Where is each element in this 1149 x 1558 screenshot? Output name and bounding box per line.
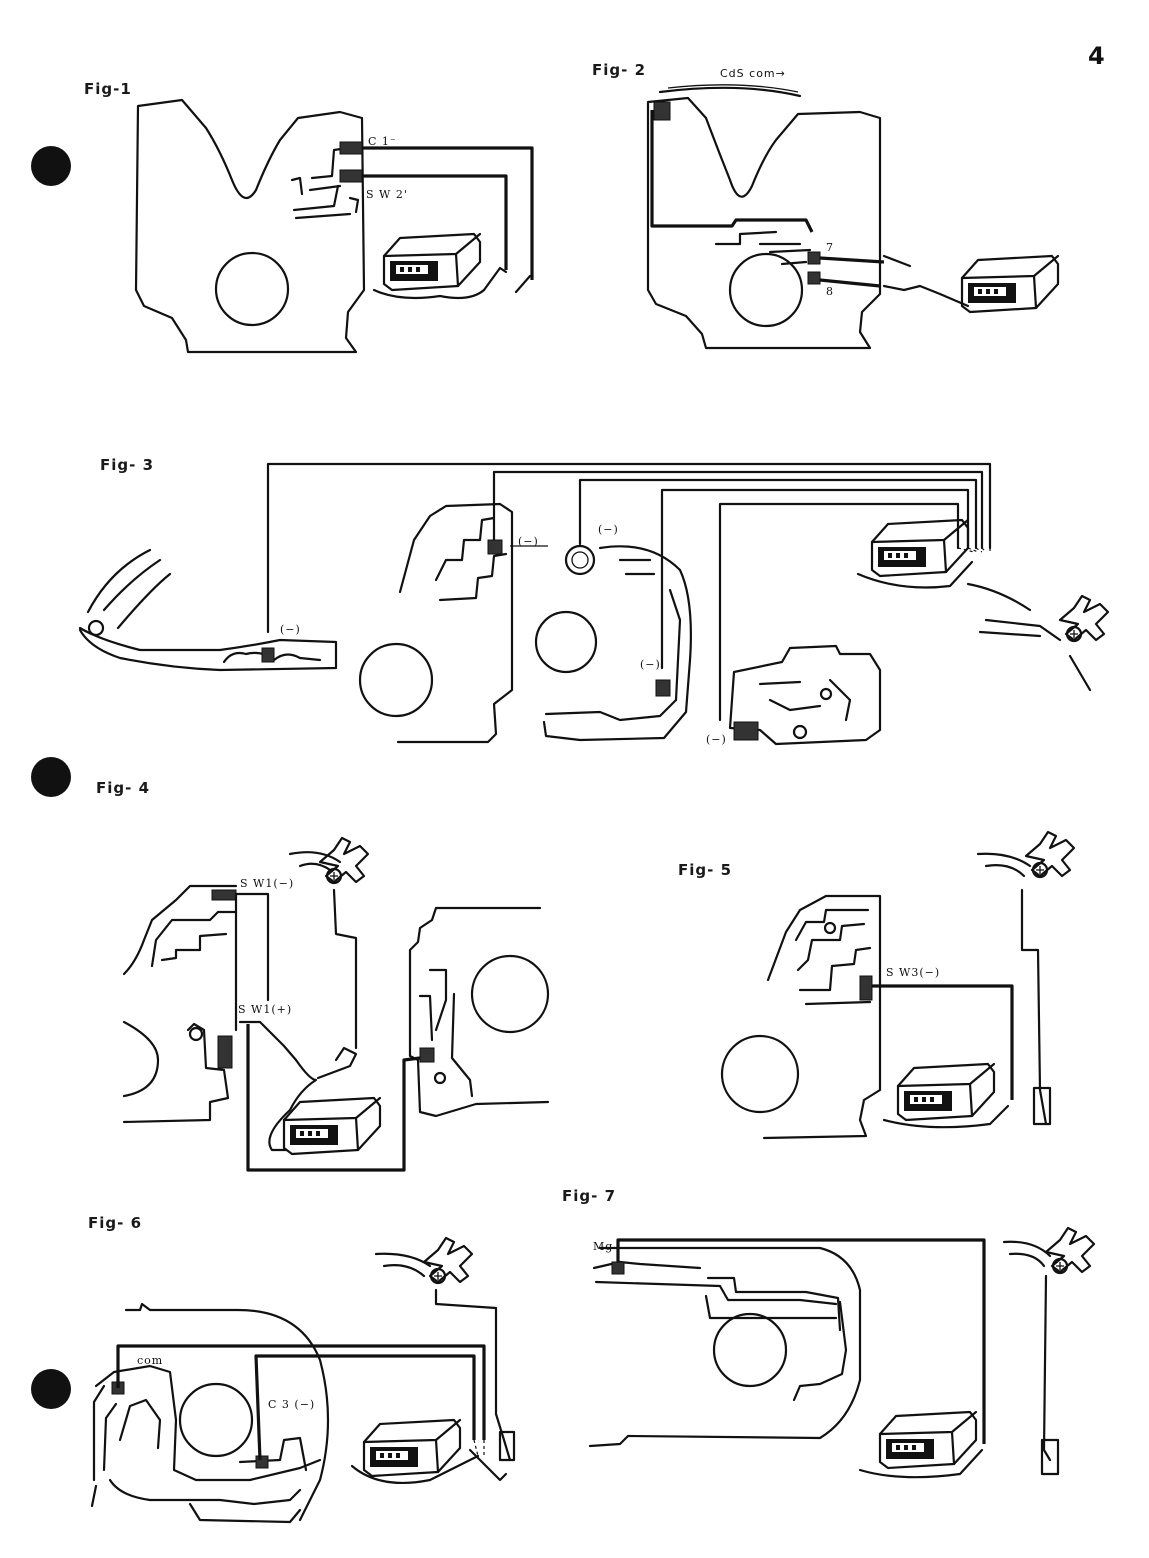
fig7-diagram: [590, 1228, 1094, 1477]
fig5-diagram: [722, 832, 1074, 1138]
fig1-diagram: [136, 100, 532, 352]
fig2-diagram: [648, 85, 1058, 348]
fig6-diagram: [92, 1238, 514, 1522]
fig4-diagram: [124, 838, 548, 1170]
fig3-diagram: [80, 464, 1108, 744]
